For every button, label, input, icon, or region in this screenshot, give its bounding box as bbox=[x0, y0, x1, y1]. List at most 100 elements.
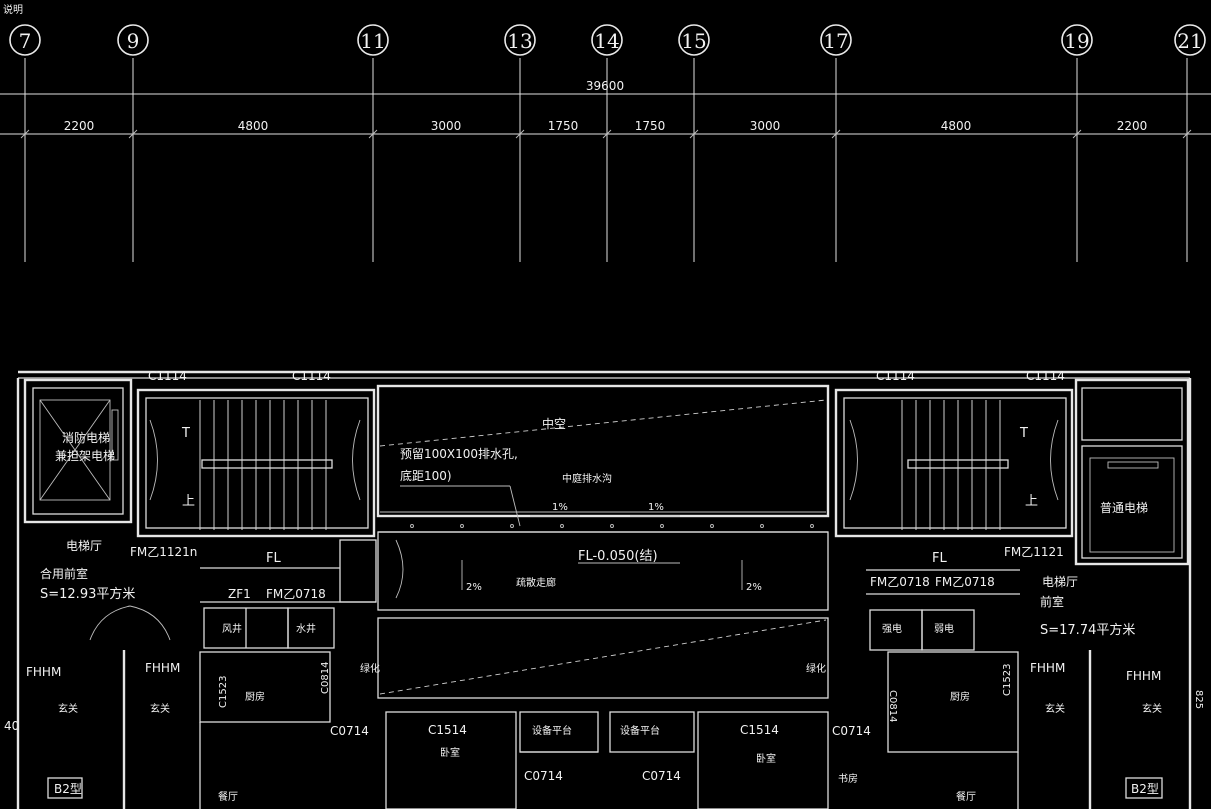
axis-15: 15 bbox=[678, 24, 710, 262]
shaft-label: 弱电 bbox=[934, 622, 954, 635]
room-label: 厨房 bbox=[950, 690, 970, 703]
right-lobby: FL FM乙1121 FM乙0718 FM乙0718 电梯厅 前室 S=17.7… bbox=[866, 545, 1135, 638]
equip-label: 设备平台 bbox=[532, 724, 572, 737]
equip-label: 设备平台 bbox=[620, 724, 660, 737]
atrium-label: 中空 bbox=[542, 416, 566, 431]
right-stair: T 上 bbox=[834, 388, 1074, 538]
dimension-text: 4800 bbox=[238, 119, 269, 133]
lobby-label: 电梯厅 bbox=[66, 539, 102, 553]
right-elevator-shaft: 普通电梯 bbox=[1074, 378, 1190, 566]
shaft-label: 强电 bbox=[882, 622, 902, 635]
corridor-label: 疏散走廊 bbox=[516, 576, 556, 589]
dimension-text: 2200 bbox=[64, 119, 95, 133]
stair-up-mark: 上 bbox=[182, 494, 195, 509]
door-label: ZF1 bbox=[228, 587, 251, 601]
door-label: FM乙0718 bbox=[870, 575, 930, 589]
floor-plan: 消防电梯 兼担架电梯 C1114 C1114 C1114 C1114 bbox=[4, 369, 1204, 809]
room-label: 餐厅 bbox=[956, 790, 976, 803]
lobby-label: 电梯厅 bbox=[1042, 575, 1078, 589]
room-label: 玄关 bbox=[1045, 702, 1065, 715]
lobby-label: 前室 bbox=[1040, 594, 1064, 609]
axis-label: 14 bbox=[594, 29, 619, 53]
axis-7: 7 bbox=[9, 24, 41, 262]
room-label: 卧室 bbox=[756, 752, 776, 765]
door-label: FHHM bbox=[1030, 661, 1065, 675]
corner-label: 说明 bbox=[3, 3, 23, 16]
axis-label: 15 bbox=[681, 29, 706, 53]
door-label: FM乙0718 bbox=[935, 575, 995, 589]
dimension-lines: 39600 2200 4800 3000 1750 1750 3000 4800… bbox=[0, 79, 1211, 139]
stair-up-mark: 上 bbox=[1025, 494, 1038, 509]
note-text: 底距100) bbox=[400, 468, 452, 483]
elevator-label: 消防电梯 bbox=[62, 430, 110, 445]
left-elevator-shaft: 消防电梯 兼担架电梯 bbox=[23, 378, 133, 524]
axis-19: 19 bbox=[1061, 24, 1093, 262]
window-label: C1114 bbox=[876, 369, 915, 383]
door-label: FM乙1121 bbox=[1004, 545, 1064, 559]
axis-17: 17 bbox=[820, 24, 852, 262]
shaft-label: 风井 bbox=[222, 622, 242, 635]
axis-label: 13 bbox=[507, 29, 532, 53]
window-label: C1114 bbox=[148, 369, 187, 383]
stair-up-mark: T bbox=[1019, 426, 1028, 441]
window-label: C1114 bbox=[292, 369, 331, 383]
axis-label: 9 bbox=[127, 29, 140, 53]
left-shafts: 风井 水井 bbox=[203, 607, 335, 649]
window-label: C0814 bbox=[887, 690, 898, 722]
window-label: C1523 bbox=[1002, 664, 1013, 696]
room-label: 玄关 bbox=[150, 702, 170, 715]
window-label: C0714 bbox=[832, 724, 871, 738]
green-label: 绿化 bbox=[806, 662, 826, 675]
door-label: FHHM bbox=[1126, 669, 1161, 683]
right-unit: C0714 书房 厨房 C1523 C0814 FHHM FHHM 玄关 玄关 … bbox=[832, 378, 1204, 809]
misc-label: 40 bbox=[4, 719, 19, 733]
elevator-label: 普通电梯 bbox=[1100, 501, 1148, 515]
axis-label: 19 bbox=[1064, 29, 1089, 53]
green-label: 绿化 bbox=[360, 662, 380, 675]
dimension-text: 1750 bbox=[635, 119, 666, 133]
room-label: 卧室 bbox=[440, 746, 460, 759]
door-label: FL bbox=[266, 551, 281, 566]
elevator-label: 兼担架电梯 bbox=[55, 449, 115, 463]
room-label: 餐厅 bbox=[218, 790, 238, 803]
lobby-label: 合用前室 bbox=[40, 566, 88, 581]
window-label: C0714 bbox=[330, 724, 369, 738]
left-stair: T 上 bbox=[136, 388, 376, 538]
left-unit: 厨房 C1523 C0814 FHHM FHHM 玄关 玄关 C0714 餐厅 … bbox=[4, 378, 369, 809]
dimension-text: 4800 bbox=[941, 119, 972, 133]
axis-label: 7 bbox=[19, 29, 32, 53]
corridor: FL-0.050(结) 疏散走廊 2% 2% bbox=[377, 531, 829, 611]
axis-13: 13 bbox=[504, 24, 536, 262]
window-label: C0714 bbox=[642, 769, 681, 783]
atrium: 中空 预留100X100排水孔, 底距100) 中庭排水沟 1% 1% bbox=[376, 384, 830, 533]
note-text: 中庭排水沟 bbox=[562, 472, 612, 485]
window-label: C1514 bbox=[428, 723, 467, 737]
floor-level: FL-0.050(结) bbox=[578, 549, 658, 564]
room-label: 玄关 bbox=[58, 702, 78, 715]
dimension-text: 3000 bbox=[750, 119, 781, 133]
area-text: S=12.93平方米 bbox=[40, 586, 135, 602]
door-label: FHHM bbox=[26, 665, 61, 679]
window-label: C0814 bbox=[320, 662, 331, 694]
shaft-label: 水井 bbox=[296, 622, 316, 635]
dimension-text: 3000 bbox=[431, 119, 462, 133]
area-text: S=17.74平方米 bbox=[1040, 622, 1135, 638]
slope-text: 2% bbox=[746, 582, 762, 593]
unit-type: B2型 bbox=[54, 782, 82, 796]
dimension-text: 1750 bbox=[548, 119, 579, 133]
window-label: C1114 bbox=[1026, 369, 1065, 383]
dimension-text: 825 bbox=[1193, 690, 1204, 709]
slope-text: 1% bbox=[648, 502, 664, 513]
axis-11: 11 bbox=[357, 24, 389, 262]
room-label: 书房 bbox=[838, 772, 858, 785]
unit-type: B2型 bbox=[1131, 782, 1159, 796]
axis-14: 14 bbox=[591, 24, 623, 262]
axis-21: 21 bbox=[1174, 24, 1206, 262]
slope-text: 1% bbox=[552, 502, 568, 513]
room-label: 玄关 bbox=[1142, 702, 1162, 715]
total-dimension: 39600 bbox=[586, 79, 624, 93]
door-label: FHHM bbox=[145, 661, 180, 675]
stair-up-mark: T bbox=[181, 426, 190, 441]
axis-label: 17 bbox=[823, 29, 848, 53]
